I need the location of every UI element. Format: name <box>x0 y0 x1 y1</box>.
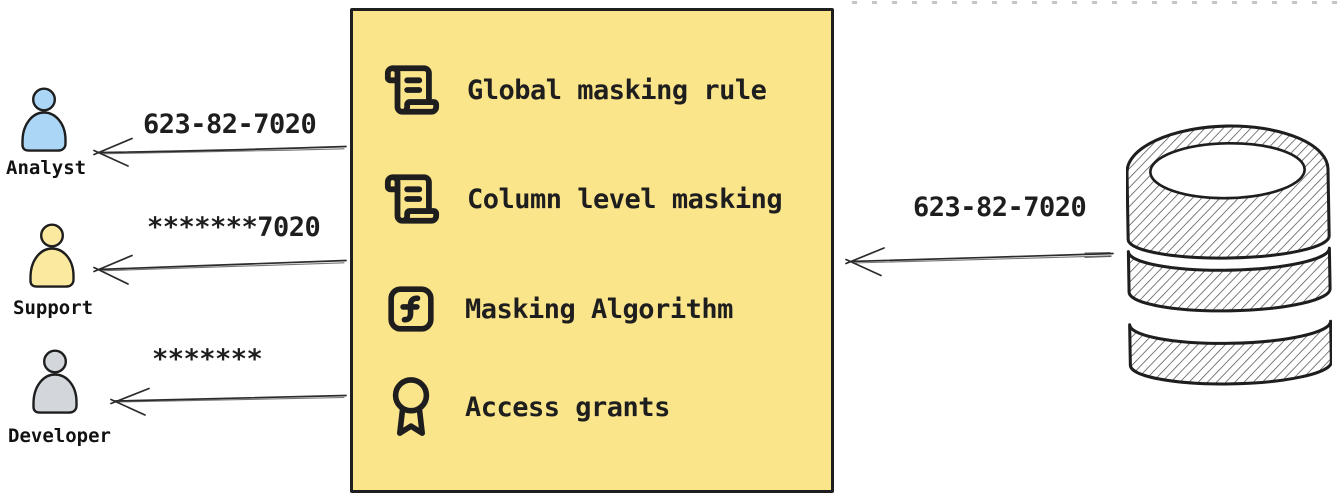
masked-value-analyst: 623-82-7020 <box>143 109 317 140</box>
person-icon <box>21 87 67 152</box>
person-icon <box>32 349 78 414</box>
analyst-label: Analyst <box>6 157 87 179</box>
masking-rules-box: Global masking rule Column level masking… <box>350 8 834 493</box>
rule-item-label: Masking Algorithm <box>465 293 733 325</box>
arrow-to-developer <box>110 387 347 416</box>
database-sent-value: 623-82-7020 <box>913 192 1087 223</box>
arrow-to-support <box>93 254 347 285</box>
rule-item-label: Column level masking <box>467 183 783 215</box>
masked-value-developer: ******* <box>152 344 263 375</box>
person-icon <box>29 223 75 288</box>
rule-item-masking-algorithm: Masking Algorithm <box>383 279 733 339</box>
rule-item-label: Access grants <box>465 391 670 423</box>
dashed-frame-border <box>852 1 1340 4</box>
database-icon <box>1126 124 1332 386</box>
rule-item-column-masking: Column level masking <box>383 169 783 229</box>
function-square-icon <box>383 281 439 337</box>
scroll-text-icon <box>383 170 441 228</box>
support-figure <box>26 223 78 289</box>
arrow-database-to-box <box>845 247 1114 277</box>
analyst-figure <box>18 87 70 153</box>
award-icon <box>383 374 439 440</box>
rule-item-label: Global masking rule <box>467 74 767 106</box>
scroll-text-icon <box>383 61 441 119</box>
developer-figure <box>29 349 81 415</box>
arrow-to-analyst <box>93 137 347 167</box>
support-label: Support <box>13 297 94 319</box>
developer-label: Developer <box>8 425 111 447</box>
rule-item-global-masking: Global masking rule <box>383 60 767 120</box>
masked-value-support: *******7020 <box>147 212 321 243</box>
rule-item-access-grants: Access grants <box>383 377 670 437</box>
